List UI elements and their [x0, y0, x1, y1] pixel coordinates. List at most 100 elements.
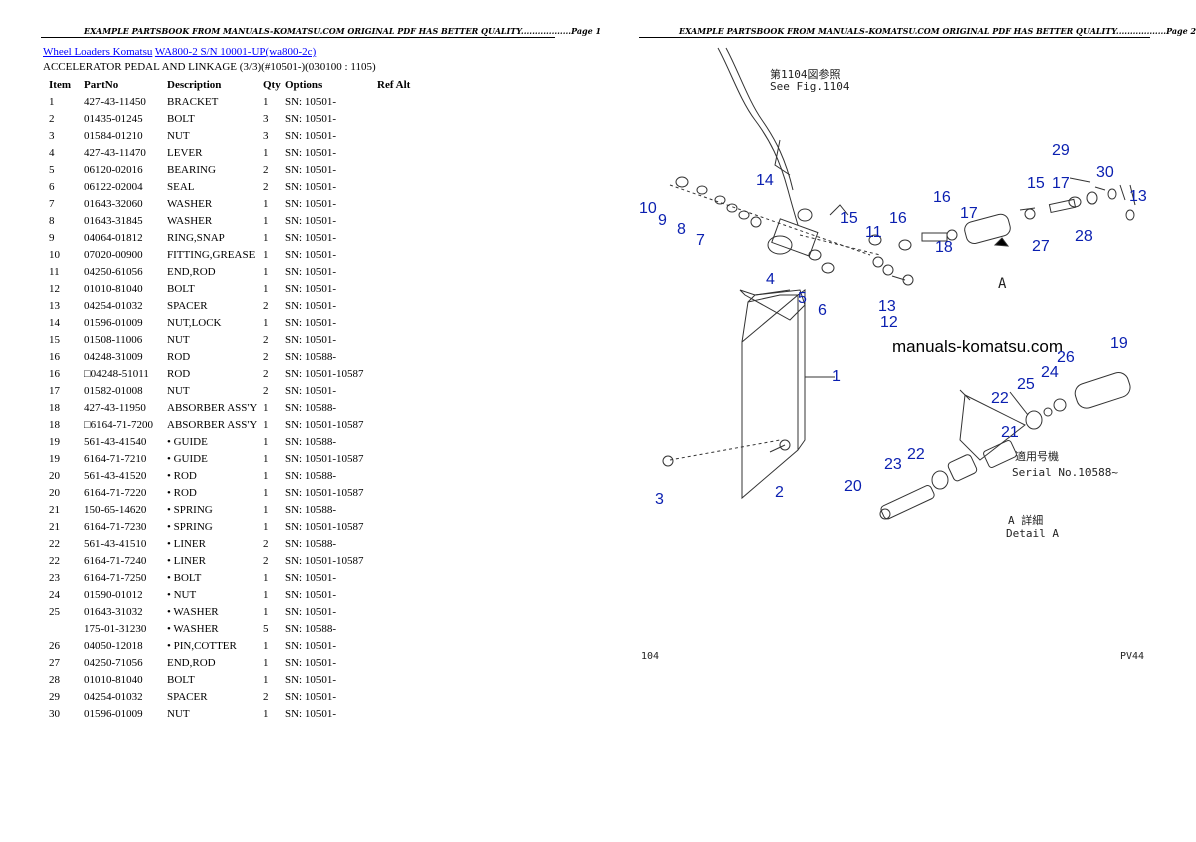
cell-options: SN: 10501- — [285, 707, 337, 720]
cell-partno: 04248-31009 — [84, 350, 143, 363]
cell-options: SN: 10501- — [285, 163, 337, 176]
cell-description: NUT — [167, 384, 190, 397]
breadcrumb-link-category[interactable]: Wheel Loaders Komatsu — [43, 46, 153, 58]
column-header-options: Options — [285, 78, 323, 91]
cell-partno: 427-43-11450 — [84, 95, 146, 108]
cell-item: 2 — [49, 112, 55, 125]
cell-options: SN: 10501-10587 — [285, 486, 364, 499]
callout-number: 13 — [878, 298, 896, 315]
cell-options: SN: 10588- — [285, 469, 337, 482]
parts-table: Item PartNo Description Qty Options Ref … — [43, 76, 427, 722]
cell-partno: 06122-02004 — [84, 180, 143, 193]
cell-options: SN: 10501-10587 — [285, 520, 364, 533]
cell-options: SN: 10501- — [285, 180, 337, 193]
cell-qty: 1 — [263, 418, 269, 431]
cell-partno: 6164-71-7230 — [84, 520, 147, 533]
callout-number: 16 — [889, 210, 907, 227]
fig-ref-en: See Fig.1104 — [770, 80, 850, 93]
cell-partno: 427-43-11950 — [84, 401, 146, 414]
callout-number: 20 — [844, 478, 862, 495]
cell-ref-alt — [377, 314, 427, 331]
cell-qty: 1 — [263, 656, 269, 669]
cell-ref-alt — [377, 518, 427, 535]
callout-number: 5 — [798, 290, 807, 307]
cell-item: 6 — [49, 180, 55, 193]
cell-options: SN: 10588- — [285, 537, 337, 550]
cell-partno: 01584-01210 — [84, 129, 143, 142]
cell-item: 20 — [49, 469, 60, 482]
cell-options: SN: 10501- — [285, 384, 337, 397]
cell-ref-alt — [377, 637, 427, 654]
cell-ref-alt — [377, 433, 427, 450]
cell-item: 18 — [49, 418, 60, 431]
cell-options: SN: 10501- — [285, 248, 337, 261]
table-row: 20 561-43-41520 • ROD 1 SN: 10588- — [43, 467, 427, 484]
cell-ref-alt — [377, 501, 427, 518]
cell-item: 22 — [49, 537, 60, 550]
breadcrumb-link-model[interactable]: WA800-2 S/N 10001-UP(wa800-2c) — [154, 46, 317, 58]
callout-number: 8 — [677, 221, 686, 238]
callout-number: 15 — [840, 210, 858, 227]
cell-qty: 1 — [263, 316, 269, 329]
callout-number: 22 — [991, 390, 1009, 407]
cell-description: WASHER — [167, 197, 213, 210]
cell-description: • ROD — [167, 469, 197, 482]
cell-description: SPACER — [167, 299, 208, 312]
cell-partno: 561-43-41510 — [84, 537, 147, 550]
cell-qty: 1 — [263, 588, 269, 601]
callout-number: 12 — [880, 314, 898, 331]
cell-qty: 2 — [263, 384, 269, 397]
cell-ref-alt — [377, 705, 427, 722]
cell-qty: 1 — [263, 469, 269, 482]
cell-options: SN: 10501- — [285, 231, 337, 244]
cell-description: SPACER — [167, 690, 208, 703]
figure-footer-number: 104 — [641, 651, 660, 662]
cell-ref-alt — [377, 450, 427, 467]
page1-header: EXAMPLE PARTSBOOK FROM MANUALS-KOMATSU.C… — [84, 26, 602, 36]
callout-number: 24 — [1041, 364, 1059, 381]
cell-qty: 2 — [263, 350, 269, 363]
cell-description: ABSORBER ASS'Y — [167, 401, 258, 414]
cell-ref-alt — [377, 178, 427, 195]
cell-qty: 1 — [263, 605, 269, 618]
cell-partno: 04064-01812 — [84, 231, 143, 244]
cell-item: 29 — [49, 690, 60, 703]
cell-description: NUT — [167, 129, 190, 142]
callout-number: 9 — [658, 212, 667, 229]
cell-partno: 561-43-41540 — [84, 435, 147, 448]
cell-options: SN: 10501- — [285, 673, 337, 686]
cell-options: SN: 10501- — [285, 129, 337, 142]
cell-description: ABSORBER ASS'Y — [167, 418, 258, 431]
cell-qty: 3 — [263, 129, 269, 142]
figure-footer-code: PV44 — [1120, 651, 1145, 662]
cell-ref-alt — [377, 552, 427, 569]
cell-partno: □04248-51011 — [84, 367, 149, 380]
cell-ref-alt — [377, 688, 427, 705]
cell-item: 17 — [49, 384, 60, 397]
cell-description: LEVER — [167, 146, 203, 159]
cell-options: SN: 10588- — [285, 401, 337, 414]
cell-qty: 2 — [263, 299, 269, 312]
cell-options: SN: 10588- — [285, 435, 337, 448]
cell-partno: 561-43-41520 — [84, 469, 147, 482]
cell-qty: 2 — [263, 180, 269, 193]
cell-partno: 6164-71-7220 — [84, 486, 147, 499]
cell-options: SN: 10501-10587 — [285, 452, 364, 465]
cell-partno: 427-43-11470 — [84, 146, 146, 159]
cell-qty: 2 — [263, 690, 269, 703]
detail-label-jp: A 詳細 — [1008, 513, 1043, 527]
cell-item: 19 — [49, 435, 60, 448]
cell-partno: 07020-00900 — [84, 248, 143, 261]
